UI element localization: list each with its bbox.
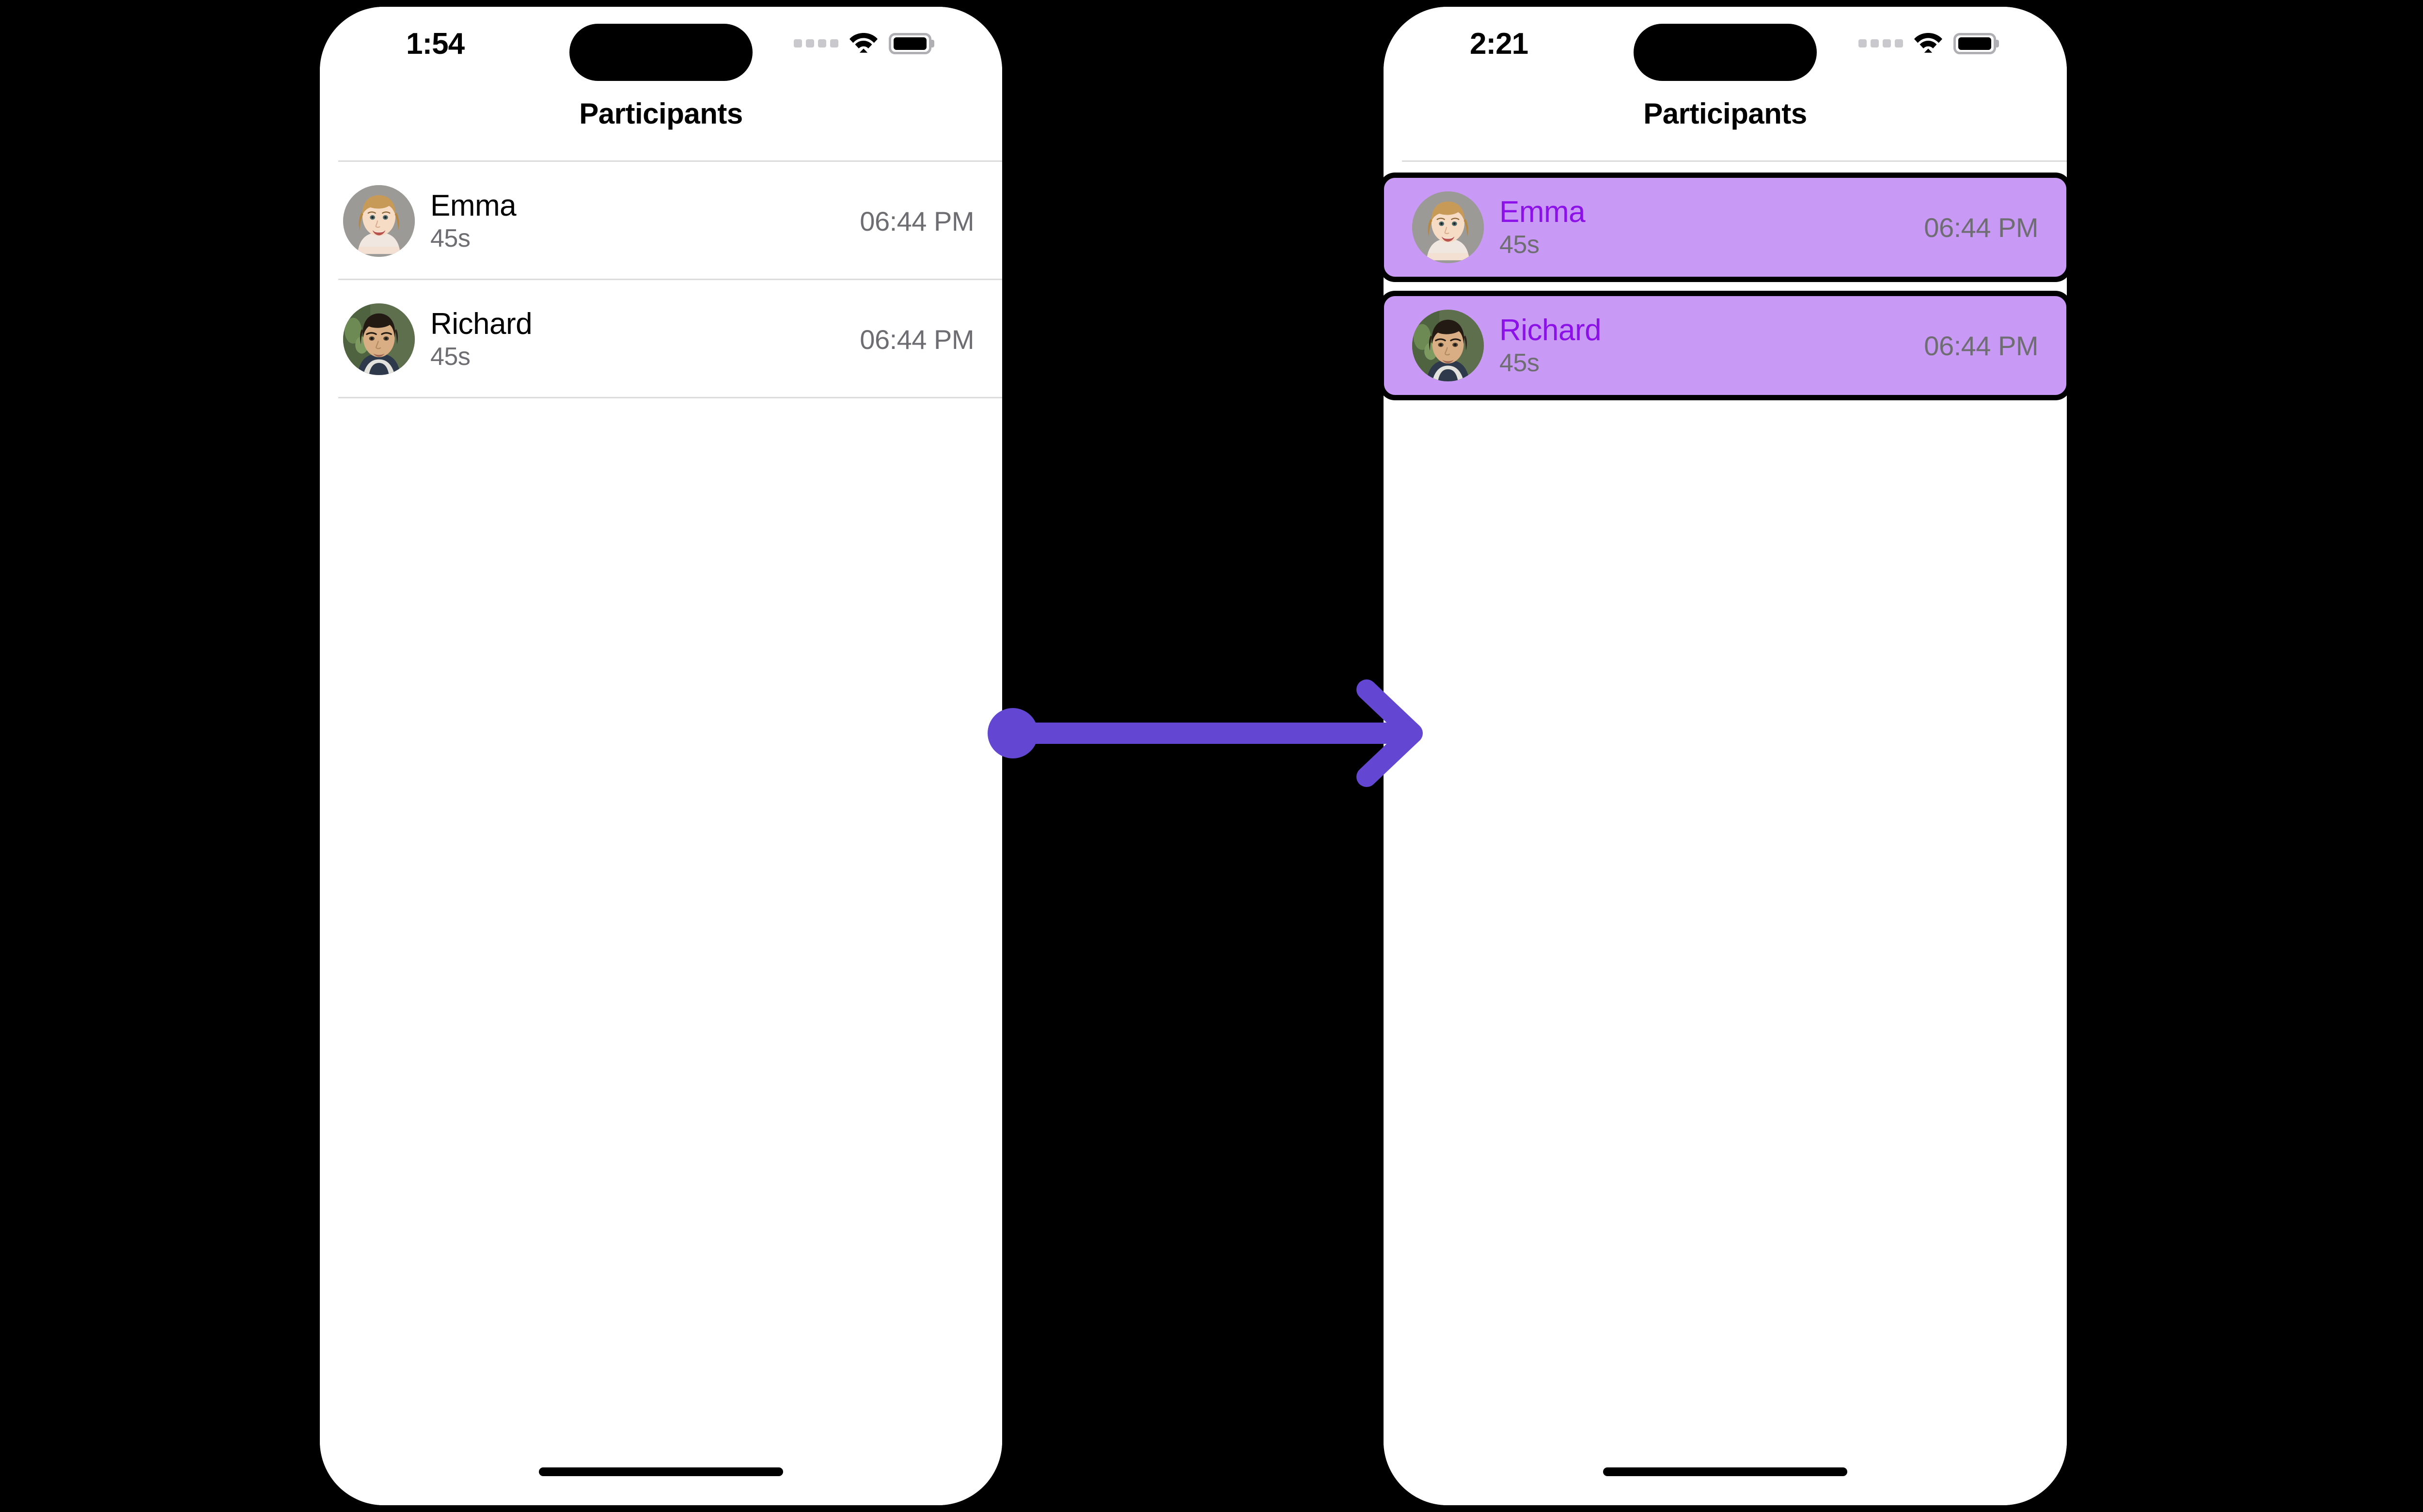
avatar-emma [343,185,415,257]
arrow-right-icon [988,679,1423,787]
avatar-emma [1412,191,1484,263]
nav-separator [338,160,1002,162]
home-indicator[interactable] [539,1467,783,1476]
participant-info: Richard 45s [415,307,860,371]
screen-before: 1:54 Participants [320,7,1002,1505]
wifi-icon [1913,31,1943,56]
participant-name: Emma [1499,195,1586,229]
participant-time: 06:44 PM [860,324,974,355]
participant-name: Richard [1499,314,1602,347]
battery-full-icon [889,32,931,54]
battery-full-icon [1953,32,1996,54]
dynamic-island [1634,24,1817,81]
status-bar-time: 2:21 [1470,27,1528,61]
participant-name: Richard [430,307,533,341]
page-title: Participants [579,97,743,130]
avatar-richard [1412,310,1484,381]
dynamic-island [569,24,753,81]
participant-info: Emma 45s [415,189,860,252]
row-separator [338,279,1002,280]
page-title: Participants [1643,97,1807,130]
participant-duration: 45s [1499,349,1540,377]
participant-name: Emma [430,189,517,222]
participant-row-emma[interactable]: Emma 45s 06:44 PM [320,162,1002,280]
status-bar-before: 1:54 [320,7,1002,82]
participant-time: 06:44 PM [1924,330,2038,361]
participant-info: Emma 45s [1484,195,1924,259]
row-separator [338,397,1002,398]
participant-list-before: Emma 45s 06:44 PM [320,162,1002,1505]
participant-duration: 45s [430,343,471,371]
status-bar-indicators [794,31,931,56]
home-indicator[interactable] [1603,1467,1847,1476]
participant-list-after: Emma 45s 06:44 PM [1384,162,2067,1505]
screen-after: 2:21 Participants [1384,7,2067,1505]
phone-before: 1:54 Participants [320,7,1002,1505]
nav-bar-before: Participants [320,82,1002,162]
nav-separator [1402,160,2067,162]
participant-row-richard[interactable]: Richard 45s 06:44 PM [320,280,1002,398]
nav-bar-after: Participants [1384,82,2067,162]
cellular-dots-icon [1858,39,1903,47]
phone-after: 2:21 Participants [1384,7,2067,1505]
cellular-dots-icon [794,39,838,47]
participant-time: 06:44 PM [860,205,974,236]
participant-duration: 45s [430,224,471,252]
participant-row-emma-selected[interactable]: Emma 45s 06:44 PM [1384,173,2067,282]
participant-row-richard-selected[interactable]: Richard 45s 06:44 PM [1384,291,2067,400]
status-bar-indicators [1858,31,1996,56]
status-bar-time: 1:54 [406,27,465,61]
participant-time: 06:44 PM [1924,212,2038,243]
status-bar-after: 2:21 [1384,7,2067,82]
participant-info: Richard 45s [1484,315,1924,376]
participant-duration: 45s [1499,231,1540,259]
wifi-icon [849,31,879,56]
avatar-richard [343,303,415,375]
